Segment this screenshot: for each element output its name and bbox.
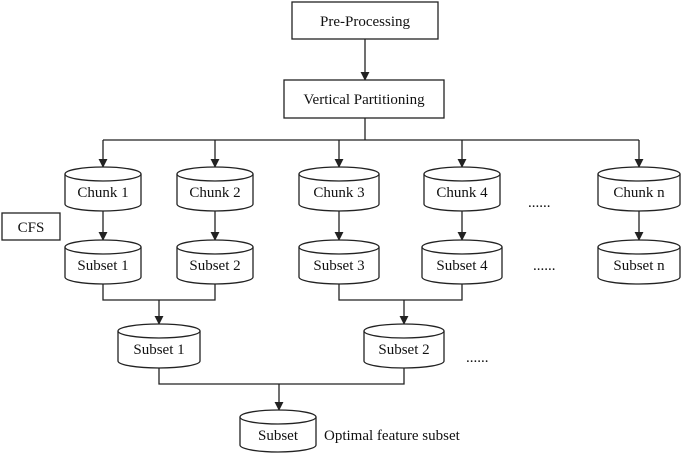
subset-n-label: Subset n (613, 258, 665, 274)
merge-line-subsets-3-4 (338, 283, 463, 301)
subset-4-label: Subset 4 (436, 258, 488, 274)
subset-2-label: Subset 2 (189, 258, 240, 274)
final-subset-label: Subset (258, 428, 299, 444)
chunk-3-label: Chunk 3 (313, 185, 364, 201)
chunk-4-cylinder: Chunk 4 (423, 166, 501, 212)
level2-subset-2-label: Subset 2 (378, 342, 429, 358)
subset-1-label: Subset 1 (77, 258, 128, 274)
subset-4-cylinder: Subset 4 (421, 239, 503, 285)
vertical-partitioning-box: Vertical Partitioning (283, 79, 445, 119)
cfs-box: CFS (1, 212, 61, 241)
final-subset-cylinder: Subset (239, 409, 317, 453)
subset-n-cylinder: Subset n (597, 239, 681, 285)
level2-subset-1-label: Subset 1 (133, 342, 184, 358)
cfs-label: CFS (18, 220, 45, 236)
chunk-1-cylinder: Chunk 1 (64, 166, 142, 212)
chunk-ellipsis: ...... (528, 195, 551, 211)
chunk-2-cylinder: Chunk 2 (176, 166, 254, 212)
preprocessing-box: Pre-Processing (291, 1, 439, 40)
optimal-feature-subset-caption: Optimal feature subset (324, 428, 461, 444)
subset-level2-ellipsis: ...... (466, 350, 489, 366)
chunk-n-label: Chunk n (613, 185, 665, 201)
vertical-partitioning-label: Vertical Partitioning (303, 92, 425, 108)
subset-1-cylinder: Subset 1 (64, 239, 142, 285)
chunk-4-label: Chunk 4 (436, 185, 488, 201)
subset-2-cylinder: Subset 2 (176, 239, 254, 285)
level2-subset-2-cylinder: Subset 2 (363, 323, 445, 369)
subset-3-label: Subset 3 (313, 258, 364, 274)
level2-subset-1-cylinder: Subset 1 (117, 323, 201, 369)
preprocessing-label: Pre-Processing (320, 14, 410, 30)
chunk-1-label: Chunk 1 (77, 185, 128, 201)
chunk-3-cylinder: Chunk 3 (298, 166, 380, 212)
chunk-2-label: Chunk 2 (189, 185, 240, 201)
subset-level1-ellipsis: ...... (533, 258, 556, 274)
merge-line-level2 (158, 368, 405, 385)
subset-3-cylinder: Subset 3 (298, 239, 380, 285)
chunk-n-cylinder: Chunk n (597, 166, 681, 212)
connectors (98, 39, 644, 411)
merge-line-subsets-1-2 (102, 283, 216, 301)
